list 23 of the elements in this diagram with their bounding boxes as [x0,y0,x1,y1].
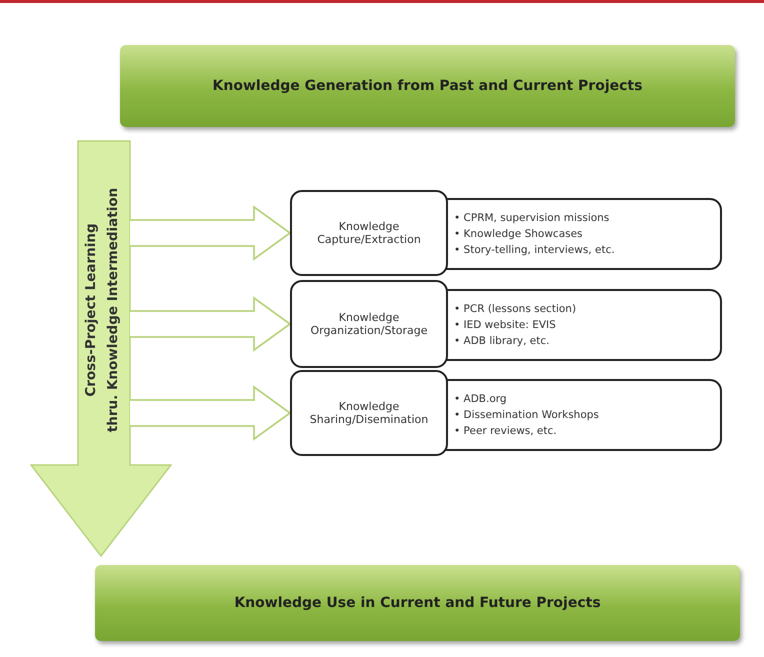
banner-bar: Knowledge Generation from Past and Current Projects [120,45,735,127]
bullet-list-box [446,379,722,451]
bullet-item: • Knowledge Showcases [454,227,584,242]
stage-box: Knowledge Sharing/Disemination [290,370,448,456]
vertical-label: thru. Knowledge Intermediation [104,186,122,434]
down-arrow-shape [30,140,172,558]
vertical-label: Cross-Project Learning [82,222,100,399]
bullet-item: • Dissemination Workshops [454,408,599,423]
stage-box: Knowledge Organization/Storage [290,280,448,368]
stage-box: Knowledge Capture/Extraction [290,190,448,276]
bullet-item: • ADB library, etc. [454,334,550,349]
bullet-item: • Peer reviews, etc. [454,424,558,439]
bullet-item: • PCR (lessons section) [454,302,576,317]
bullet-list-box [446,289,722,361]
bullet-list-box [446,198,722,270]
bullet-item: • Story-telling, interviews, etc. [454,243,615,258]
bullet-item: • ADB.org [454,392,508,407]
bullet-item: • CPRM, supervision missions [454,211,610,226]
block-arrow [129,205,292,261]
banner-bar: Knowledge Use in Current and Future Projects [95,565,740,641]
block-arrow [129,385,292,441]
bullet-item: • IED website: EVIS [454,318,557,333]
block-arrow [129,296,292,352]
